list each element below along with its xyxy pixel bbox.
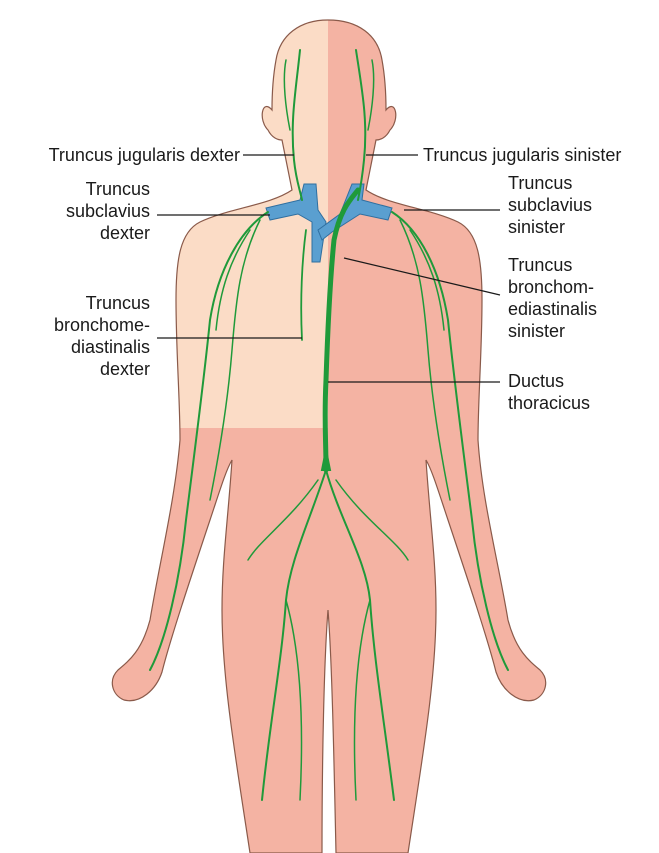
label-truncus-bronchomediastinalis-sinister: Truncus bronchom- ediastinalis sinister: [508, 254, 658, 342]
label-truncus-jugularis-sinister: Truncus jugularis sinister: [423, 144, 659, 166]
label-truncus-subclavius-sinister: Truncus subclavius sinister: [508, 172, 658, 238]
label-ductus-thoracicus: Ductus thoracicus: [508, 370, 658, 414]
label-truncus-jugularis-dexter: Truncus jugularis dexter: [0, 144, 240, 166]
label-truncus-bronchomediastinalis-dexter: Truncus bronchome- diastinalis dexter: [0, 292, 150, 380]
label-truncus-subclavius-dexter: Truncus subclavius dexter: [0, 178, 150, 244]
